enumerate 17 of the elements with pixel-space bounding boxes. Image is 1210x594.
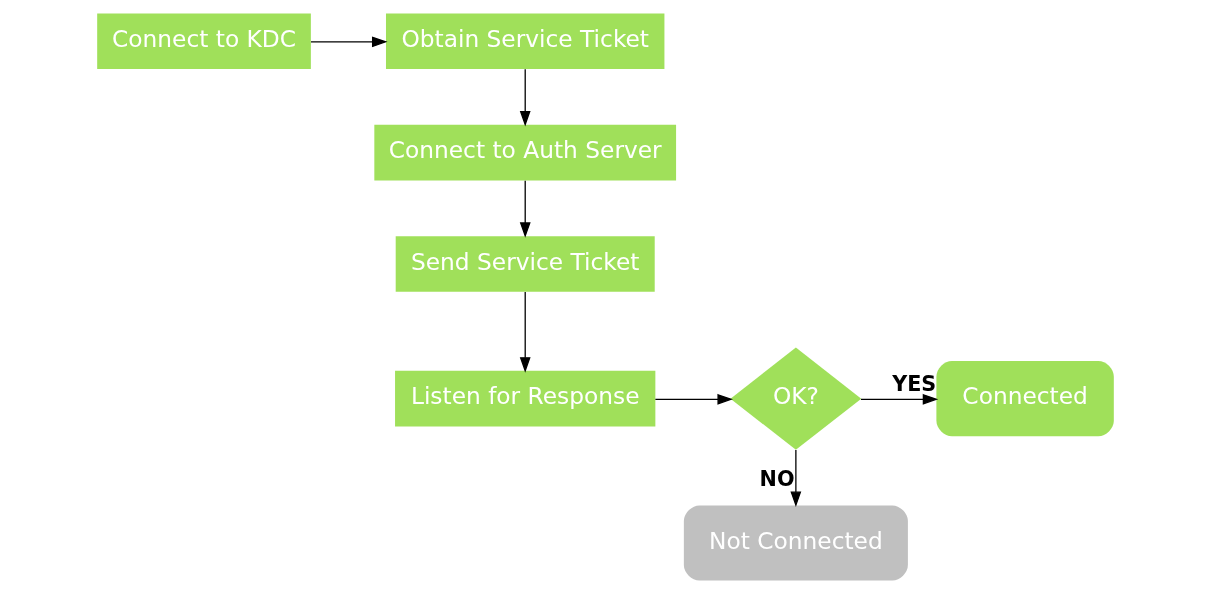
node-box: Connect to Auth Server — [373, 124, 676, 181]
arrow — [309, 36, 388, 48]
node-box: Listen for Response — [394, 370, 655, 427]
node-box: Connected — [935, 361, 1114, 437]
node-box: Connect to KDC — [96, 13, 311, 70]
node-box: Send Service Ticket — [395, 236, 655, 292]
arrow — [654, 393, 733, 405]
node-box: Not Connected — [683, 505, 908, 581]
arrow — [859, 393, 938, 405]
node-box: Obtain Service Ticket — [385, 13, 664, 70]
node-diamond: OK? — [730, 347, 861, 450]
arrow — [519, 291, 531, 373]
arrow — [789, 449, 801, 508]
edge-label: YES — [891, 372, 936, 397]
arrow — [519, 68, 531, 127]
arrow — [519, 180, 531, 238]
edge-label: NO — [759, 467, 795, 492]
